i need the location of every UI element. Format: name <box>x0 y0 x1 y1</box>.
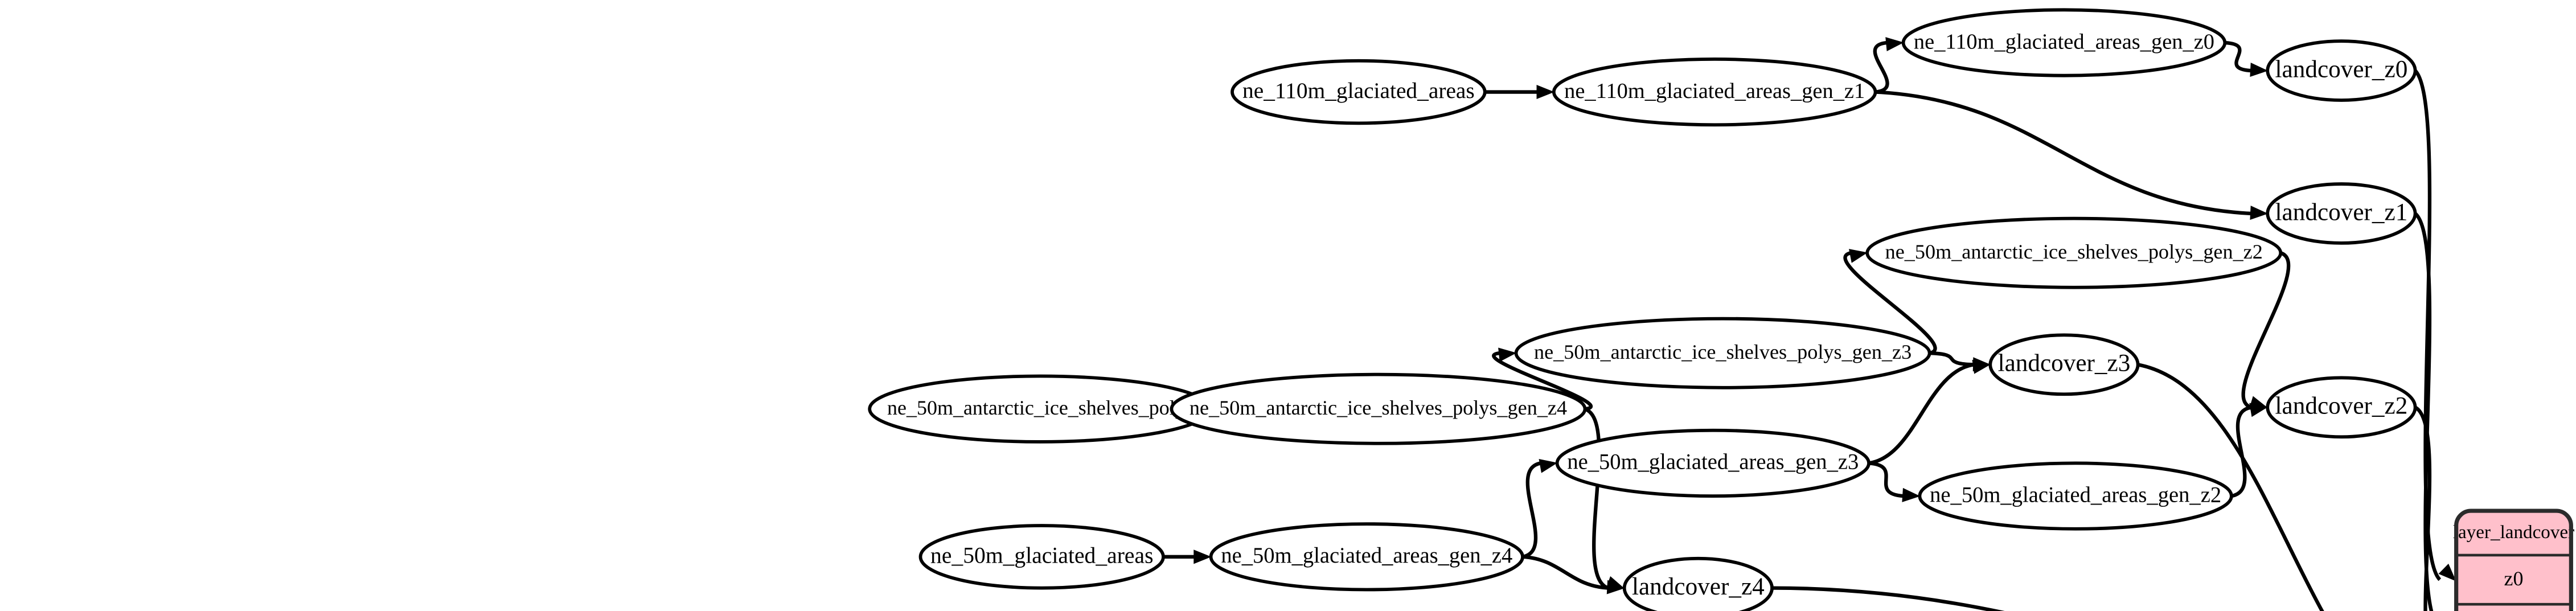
layer-landcover-table: layer_landcoverz0z1z2z3z4z5z6z7z8z9z10z1… <box>2453 509 2574 611</box>
node-label: ne_50m_antarctic_ice_shelves_polys_gen_z… <box>1534 341 1912 363</box>
edge-landcover_z0-to-layer_landcover-z0 <box>2414 69 2456 581</box>
table-header-label: layer_landcover <box>2453 522 2574 543</box>
node-label: landcover_z0 <box>2275 55 2408 83</box>
node-label: ne_50m_glaciated_areas_gen_z4 <box>1221 544 1512 568</box>
edge-landcover_z1-to-layer_landcover-z1 <box>2414 212 2434 611</box>
node-ne_50m_glaciated_areas_gen_z3[interactable]: ne_50m_glaciated_areas_gen_z3 <box>1555 428 1871 498</box>
edge-ne_50m_antarctic_ice_shelves_polys_gen_z4-to-ne_50m_antarctic_ice_shelves_polys_gen_z3 <box>1492 347 1593 411</box>
table-row-z0[interactable]: z0 <box>2456 553 2571 590</box>
node-label: ne_50m_antarctic_ice_shelves_polys_gen_z… <box>1189 396 1567 419</box>
edge-ne_50m_glaciated_areas_gen_z4-to-ne_50m_glaciated_areas_gen_z3 <box>1522 458 1558 559</box>
edge-ne_110m_glaciated_areas_gen_z1-to-landcover_z1 <box>1875 90 2269 220</box>
node-landcover_z0[interactable]: landcover_z0 <box>2266 39 2417 102</box>
node-landcover_z4[interactable]: landcover_z4 <box>1622 556 1774 611</box>
node-ne_50m_antarctic_ice_shelves_polys_gen_z3[interactable]: ne_50m_antarctic_ice_shelves_polys_gen_z… <box>1514 317 1931 389</box>
node-ne_110m_glaciated_areas[interactable]: ne_110m_glaciated_areas <box>1230 59 1487 125</box>
edges-layer <box>1147 37 2456 611</box>
edge-ne_110m_glaciated_areas_gen_z0-to-landcover_z0 <box>2225 40 2269 77</box>
edge-ne_50m_glaciated_areas-to-ne_50m_glaciated_areas_gen_z4 <box>1163 550 1212 564</box>
node-label: ne_50m_antarctic_ice_shelves_polys <box>887 396 1193 419</box>
table-header: layer_landcover <box>2453 522 2574 543</box>
node-ne_50m_antarctic_ice_shelves_polys_gen_z4[interactable]: ne_50m_antarctic_ice_shelves_polys_gen_z… <box>1170 372 1587 445</box>
node-ne_110m_glaciated_areas_gen_z0[interactable]: ne_110m_glaciated_areas_gen_z0 <box>1901 8 2227 77</box>
node-ne_50m_glaciated_areas[interactable]: ne_50m_glaciated_areas <box>918 524 1165 590</box>
node-ne_50m_glaciated_areas_gen_z4[interactable]: ne_50m_glaciated_areas_gen_z4 <box>1209 522 1524 592</box>
edge-ne_110m_glaciated_areas-to-ne_110m_glaciated_areas_gen_z1 <box>1484 85 1554 100</box>
edge-ne_50m_antarctic_ice_shelves_polys_gen_z3-to-landcover_z3 <box>1929 351 1991 372</box>
node-ne_50m_antarctic_ice_shelves_polys_gen_z2[interactable]: ne_50m_antarctic_ice_shelves_polys_gen_z… <box>1865 216 2283 289</box>
node-ne_50m_glaciated_areas_gen_z2[interactable]: ne_50m_glaciated_areas_gen_z2 <box>1918 461 2233 531</box>
edge-landcover_z3-to-layer_landcover-z3 <box>2138 363 2324 611</box>
node-landcover_z1[interactable]: landcover_z1 <box>2266 182 2417 245</box>
node-landcover_z2[interactable]: landcover_z2 <box>2266 376 2417 439</box>
edge-ne_50m_glaciated_areas_gen_z3-to-landcover_z3 <box>1868 359 1991 465</box>
edge-ne_50m_antarctic_ice_shelves_polys_gen_z4-to-landcover_z4 <box>1584 407 1625 590</box>
node-label: landcover_z1 <box>2275 198 2408 225</box>
edge-landcover_z2-to-layer_landcover-z2 <box>2414 405 2432 611</box>
node-label: ne_50m_glaciated_areas <box>930 543 1153 568</box>
nodes-layer: imposm3osm_landcover_polygonsimplify_vw_… <box>868 8 2417 611</box>
edge-ne_50m_antarctic_ice_shelves_polys_gen_z3-to-ne_50m_antarctic_ice_shelves_polys_gen_z2 <box>1843 249 1937 355</box>
table-background <box>2456 511 2571 611</box>
table-row-label: z0 <box>2504 567 2524 590</box>
node-ne_50m_antarctic_ice_shelves_polys[interactable]: ne_50m_antarctic_ice_shelves_polys <box>868 374 1213 444</box>
node-landcover_z3[interactable]: landcover_z3 <box>1988 333 2140 396</box>
node-label: landcover_z3 <box>1998 350 2131 377</box>
edge-ne_50m_glaciated_areas_gen_z3-to-ne_50m_glaciated_areas_gen_z2 <box>1868 461 1921 502</box>
node-label: ne_110m_glaciated_areas <box>1242 78 1475 103</box>
table-outline <box>2454 509 2573 611</box>
node-label: ne_110m_glaciated_areas_gen_z1 <box>1564 79 1865 103</box>
edge-ne_50m_antarctic_ice_shelves_polys_gen_z2-to-landcover_z2 <box>2241 251 2291 410</box>
node-label: landcover_z2 <box>2275 392 2408 420</box>
node-label: ne_50m_glaciated_areas_gen_z2 <box>1930 483 2221 507</box>
node-ne_110m_glaciated_areas_gen_z1[interactable]: ne_110m_glaciated_areas_gen_z1 <box>1552 57 1877 127</box>
node-label: ne_110m_glaciated_areas_gen_z0 <box>1914 30 2214 54</box>
node-label: ne_50m_glaciated_areas_gen_z3 <box>1567 450 1859 474</box>
edge-landcover_z4-to-layer_landcover-z4 <box>1772 586 2005 611</box>
edge-ne_110m_glaciated_areas_gen_z1-to-ne_110m_glaciated_areas_gen_z0 <box>1873 37 1904 94</box>
table-row-z1[interactable]: z1 <box>2456 602 2571 611</box>
node-label: landcover_z4 <box>1632 573 1765 600</box>
node-label: ne_50m_antarctic_ice_shelves_polys_gen_z… <box>1885 240 2263 263</box>
